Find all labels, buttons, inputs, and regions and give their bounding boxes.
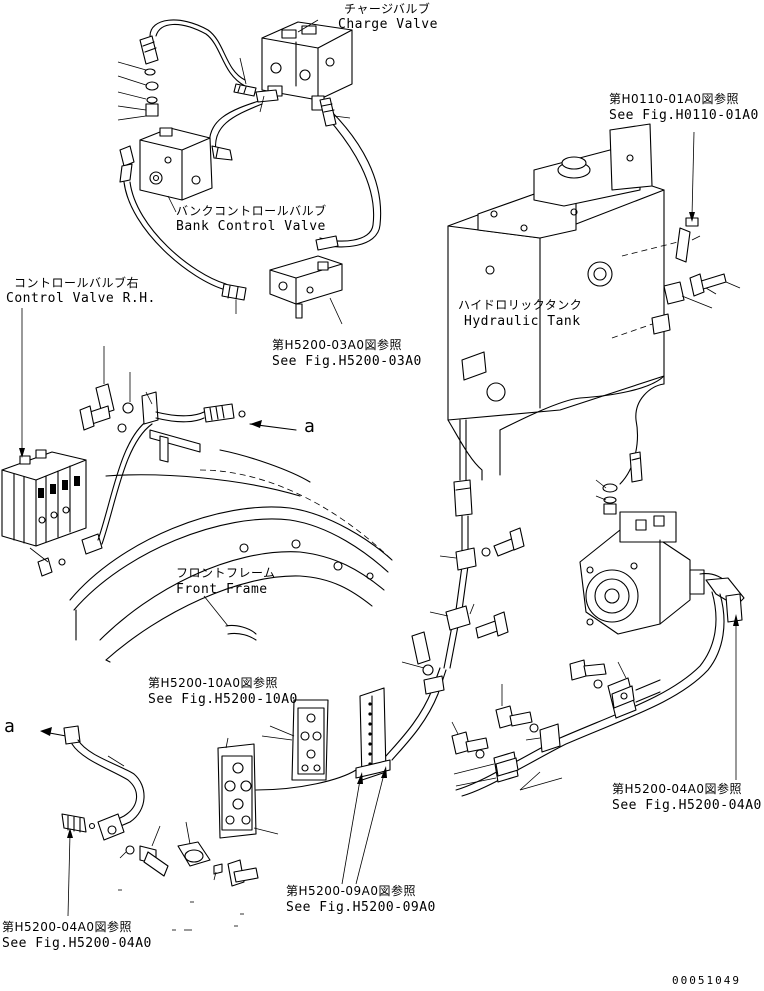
block-hose-end (221, 283, 247, 301)
front-frame-leader (203, 595, 229, 627)
hydraulic-tank-label-jp: ハイドロリックタンク (458, 298, 583, 312)
ref-h0110-leader (691, 131, 695, 217)
ref-h0110-label-jp: 第H0110-01A0図参照 (609, 92, 740, 106)
bolt-lower-left-2 (213, 859, 259, 887)
hydraulic-pump (579, 511, 731, 635)
pipe-elbow-lower-left (97, 813, 125, 841)
ref-h5200-03-leader (329, 297, 343, 325)
pump-hose-end (629, 451, 643, 483)
ref-h5200-10-label-en: See Fig.H5200-10A0 (148, 692, 298, 707)
ref-h0110-label-en: See Fig.H0110-01A0 (609, 108, 759, 123)
pipe-end-a-bottom (63, 725, 81, 745)
hydraulic-tank-label-en: Hydraulic Tank (464, 314, 581, 329)
bolt-frame-2 (79, 405, 127, 433)
charge-valve-leader (297, 19, 319, 33)
hydraulic-tank (447, 123, 665, 481)
control-valve-rh-label-en: Control Valve R.H. (6, 291, 156, 306)
clamp-lower-1 (607, 677, 637, 719)
connector-a-top-label: a (304, 416, 316, 437)
pipe-lower-left (71, 743, 138, 823)
ref-h5200-04-right-label-en: See Fig.H5200-04A0 (612, 798, 762, 813)
hose-fitting-charge-left (233, 83, 279, 103)
control-valve-rh-label-jp: コントロールバルブ右 (14, 276, 140, 290)
hose-charge-to-bank (319, 109, 382, 248)
ref-h5200-09-leader-2 (355, 773, 385, 885)
control-valve-rh (1, 449, 87, 547)
charge-valve-label-jp: チャージバルブ (344, 2, 431, 16)
ref-h5200-09-leader-1 (341, 779, 361, 885)
hose-end-a-top (203, 403, 246, 423)
ref-h5200-04-left-leader (67, 833, 71, 917)
clamp-lower-left (177, 841, 211, 867)
ref-h5200-04-left-label-en: See Fig.H5200-04A0 (2, 936, 152, 951)
connector-plate-rear (291, 699, 329, 781)
connector-plate-front (217, 743, 257, 839)
clamp-lower-2 (529, 723, 561, 753)
hose-charge-upper (149, 19, 246, 81)
valve-block-small (269, 255, 343, 319)
leader-lines-top-left (117, 61, 147, 121)
bolt-frame-1 (95, 383, 159, 425)
pipe-pump-down (499, 591, 717, 771)
clamp-lower-3 (493, 751, 519, 783)
front-frame (69, 449, 393, 663)
bank-control-valve (139, 127, 213, 201)
bolt-lower-3 (451, 731, 489, 759)
bolt-center (411, 631, 445, 695)
ref-h5200-10-leader (269, 725, 295, 737)
bolt-lower-left-1 (125, 845, 169, 877)
fitting-stack-left (144, 68, 159, 117)
cv-fittings-bottom (37, 533, 103, 577)
front-frame-label-en: Front Frame (176, 582, 268, 597)
bank-control-valve-label-jp: バンクコントロールバルブ (176, 204, 327, 218)
pump-hose-fitting-right (705, 577, 745, 623)
bolt-tank-right (689, 273, 727, 297)
bank-valve-fitting-right (211, 145, 233, 161)
ref-h5200-03-label-en: See Fig.H5200-03A0 (272, 354, 422, 369)
clamp-pipe-2 (445, 605, 509, 639)
bracket-frame-top (149, 429, 201, 463)
bank-control-valve-label-en: Bank Control Valve (176, 219, 326, 234)
charge-valve-label-en: Charge Valve (338, 17, 438, 32)
ref-h5200-09-label-jp: 第H5200-09A0図参照 (286, 884, 417, 898)
front-frame-label-jp: フロントフレーム (176, 566, 276, 580)
hose-tank-to-pump (619, 383, 665, 485)
hose-fitting-top-left (139, 35, 159, 65)
drawing-number: 00051049 (672, 974, 741, 987)
hose-bank-to-block (123, 181, 227, 291)
ref-h5200-04-left-label-jp: 第H5200-04A0図参照 (2, 920, 133, 934)
block-fitting-top (315, 235, 339, 251)
bolt-lower-1 (569, 659, 607, 689)
ref-h5200-04-right-label-jp: 第H5200-04A0図参照 (612, 782, 743, 796)
clamp-pipe-1 (455, 527, 525, 571)
hose-charge-upper-2 (155, 23, 246, 87)
connector-bracket (355, 687, 391, 781)
bank-valve-fitting-left (119, 145, 135, 183)
hose-cv-up (97, 419, 149, 541)
pump-fittings-top (602, 483, 618, 515)
ref-h5200-03-label-jp: 第H5200-03A0図参照 (272, 338, 403, 352)
pipe-fitting-tank-bottom (453, 479, 473, 517)
tank-side-bracket (651, 217, 699, 335)
ref-h5200-09-label-en: See Fig.H5200-09A0 (286, 900, 436, 915)
connector-a-bottom-label: a (4, 716, 16, 737)
ref-h5200-10-label-jp: 第H5200-10A0図参照 (148, 676, 279, 690)
bank-valve-leader (167, 195, 177, 213)
hose-fitting-lower-left (61, 813, 96, 833)
hose-fitting-charge-right (319, 97, 337, 127)
bolt-lower-2 (495, 705, 533, 729)
